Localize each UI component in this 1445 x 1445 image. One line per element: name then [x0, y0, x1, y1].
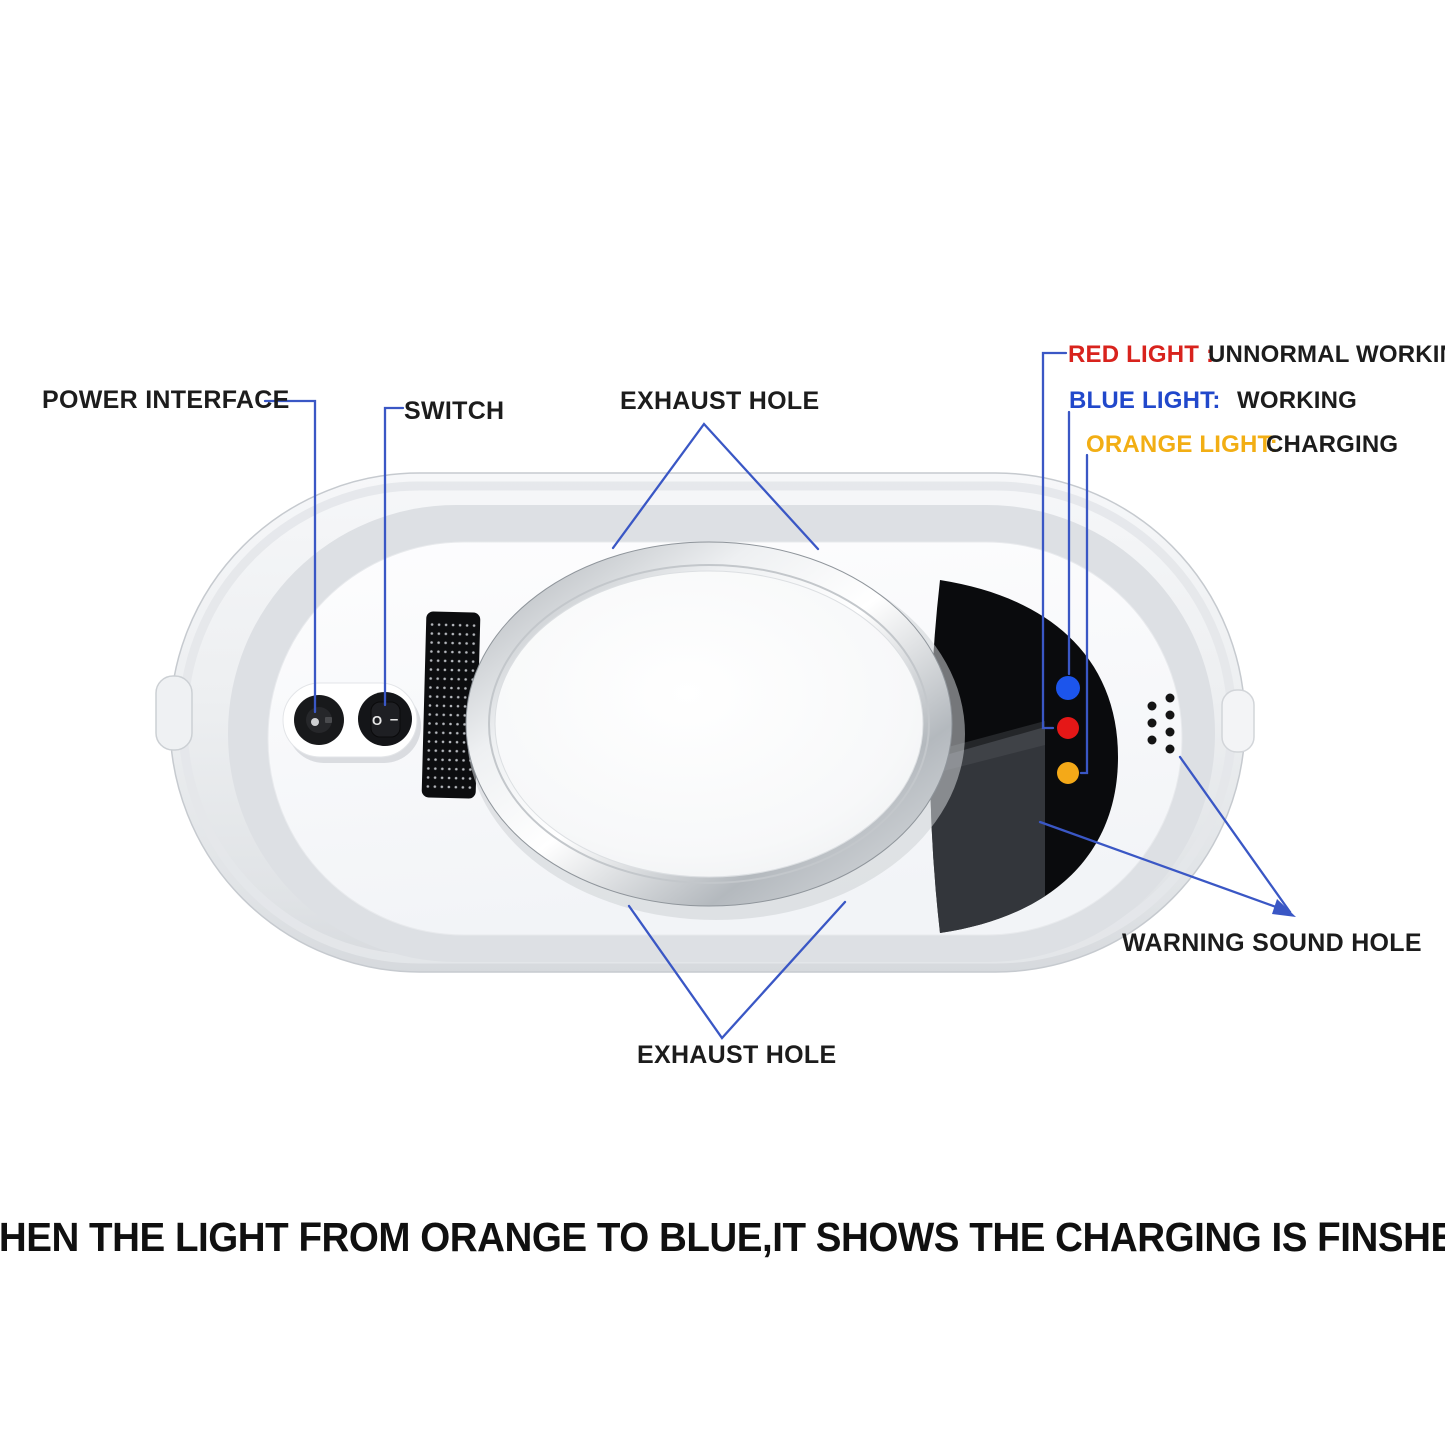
warning-sound-hole-label: WARNING SOUND HOLE [1122, 929, 1422, 957]
leader-switch [383, 406, 405, 707]
exhaust-hole-bottom-label: EXHAUST HOLE [637, 1041, 837, 1069]
leader-orange-light [1079, 453, 1089, 775]
switch-on-mark-icon: – [390, 711, 398, 728]
speaker-holes [1147, 693, 1175, 754]
legend-blue-value: WORKING [1237, 387, 1358, 414]
switch-off-mark-icon: O [372, 713, 382, 728]
suction-oval-face [494, 570, 924, 878]
rocker-switch: O – [358, 692, 412, 746]
power-interface-label: POWER INTERFACE [42, 386, 290, 414]
legend-orange-value: CHARGING [1266, 431, 1399, 458]
exhaust-hole-top-label: EXHAUST HOLE [620, 387, 820, 415]
switch-label: SWITCH [404, 397, 505, 425]
led-orange [1057, 762, 1079, 784]
led-blue [1056, 676, 1080, 700]
leader-warning-a [1038, 820, 1292, 914]
spec-sticker [421, 611, 481, 799]
charging-caption: WHEN THE LIGHT FROM ORANGE TO BLUE,IT SH… [0, 1214, 1445, 1260]
leader-exhaust-top [611, 422, 820, 551]
legend-blue-label: BLUE LIGHT: [1069, 387, 1221, 414]
leader-warning-b [1178, 755, 1292, 914]
left-edge-notch [155, 675, 193, 751]
led-red [1057, 717, 1079, 739]
right-edge-notch [1221, 689, 1255, 753]
warning-arrowhead [1272, 899, 1296, 917]
legend-orange-label: ORANGE LIGHT: [1086, 431, 1278, 458]
suction-oval-inner-rim [488, 564, 930, 884]
legend-red-label: RED LIGHT : [1068, 341, 1215, 368]
power-jack [294, 695, 344, 745]
leader-exhaust-bottom [627, 900, 847, 1040]
leader-power-interface [263, 399, 317, 714]
legend-red-value: UNNORMAL WORKING [1208, 341, 1445, 368]
leader-red-light [1041, 351, 1068, 730]
